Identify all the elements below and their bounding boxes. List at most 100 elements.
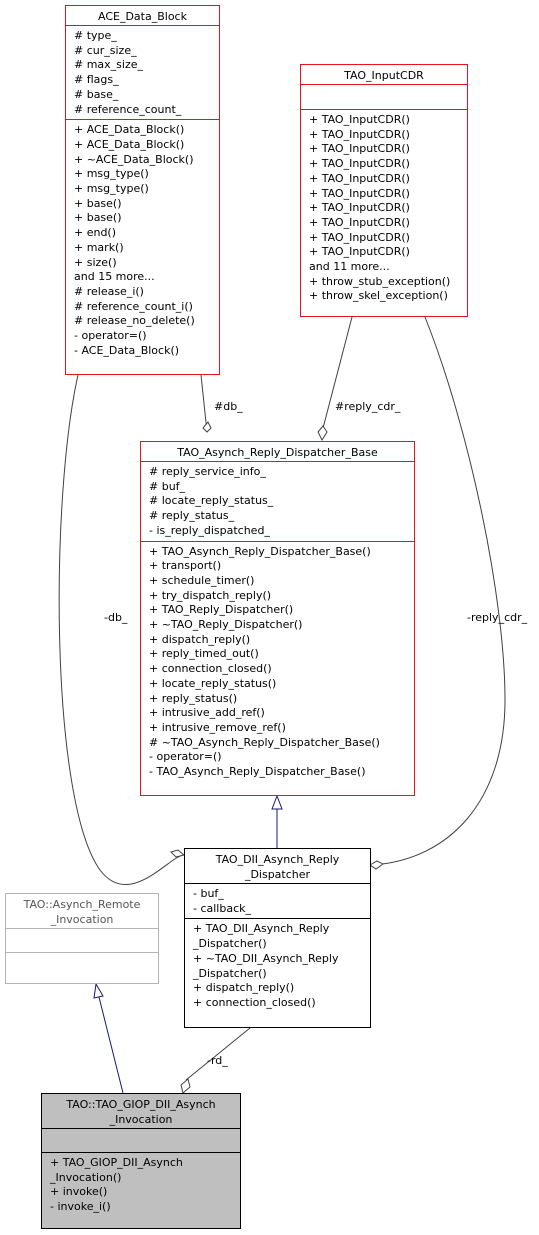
edge-reply-cdr-private [371,316,506,866]
class-asynch-reply-dispatcher-base[interactable]: TAO_Asynch_Reply_Dispatcher_Base # reply… [140,441,415,796]
class-member: and 15 more... [74,270,155,284]
class-member: # reference_count_ [74,102,182,116]
class-title: TAO_InputCDR [344,69,424,82]
class-member: - invoke_i() [50,1200,111,1214]
class-member: # locate_reply_status_ [149,494,274,508]
edge-label-reply-cdr-protected: #reply_cdr_ [335,400,401,413]
class-member: + TAO_InputCDR() [309,142,410,156]
class-member: + msg_type() [74,182,149,196]
class-member: + TAO_InputCDR() [309,171,410,185]
edge-reply-cdr-protected [321,316,353,433]
inheritance-arrow-dii-dispatcher [271,794,283,810]
class-member: and 11 more... [309,260,390,274]
class-member: + TAO_InputCDR() [309,127,410,141]
class-member: + msg_type() [74,167,149,181]
attribute-list [301,84,467,109]
class-member: + schedule_timer() [149,573,255,587]
operation-list: + TAO_Asynch_Reply_Dispatcher_Base()+ tr… [141,540,414,782]
operation-list: + ACE_Data_Block()+ ACE_Data_Block()+ ~A… [66,119,219,360]
class-member: + size() [74,255,117,269]
class-dii-asynch-reply-dispatcher[interactable]: TAO_DII_Asynch_Reply _Dispatcher - buf_-… [184,848,371,1028]
class-member: - ACE_Data_Block() [74,343,180,357]
class-member: + TAO_InputCDR() [309,157,410,171]
class-member: # base_ [74,87,119,101]
class-title: ACE_Data_Block [98,10,187,23]
class-member: + TAO_Asynch_Reply_Dispatcher_Base() [149,544,371,558]
class-member: + intrusive_add_ref() [149,706,265,720]
class-member: # type_ [74,29,117,42]
class-member: + ~ACE_Data_Block() [74,152,194,166]
class-title: TAO::Asynch_Remote _Invocation [23,898,141,926]
class-member: # ~TAO_Asynch_Reply_Dispatcher_Base() [149,735,380,749]
class-member: + try_dispatch_reply() [149,588,272,602]
edge-db-private [58,374,185,886]
class-title: TAO::TAO_GIOP_DII_Asynch _Invocation [66,1098,216,1126]
class-tao-inputcdr[interactable]: TAO_InputCDR + TAO_InputCDR()+ TAO_Input… [300,64,468,317]
attribute-list: # reply_service_info_# buf_# locate_repl… [141,461,414,541]
class-member: + dispatch_reply() [193,981,295,995]
edge-label-db-protected: #db_ [214,400,243,413]
class-member: + connection_closed() [193,995,316,1009]
class-member: - is_reply_dispatched_ [149,523,270,537]
aggregation-diamond-db-private [170,849,186,858]
class-member: + reply_timed_out() [149,647,259,661]
aggregation-diamond-db-protected [202,421,212,433]
class-member: - TAO_Asynch_Reply_Dispatcher_Base() [149,765,366,779]
class-member: + end() [74,226,117,240]
attribute-list [42,1128,240,1152]
class-member: + intrusive_remove_ref() [149,720,286,734]
class-member: + TAO_InputCDR() [309,245,410,259]
class-member: + ~TAO_Reply_Dispatcher() [149,618,303,632]
class-member: + TAO_GIOP_DII_Asynch _Invocation() [50,1156,183,1184]
class-member: + TAO_InputCDR() [309,186,410,200]
class-member: - buf_ [193,887,224,900]
aggregation-diamond-reply-cdr-protected [317,425,328,442]
class-member: # release_i() [74,284,144,298]
class-member: + throw_skel_exception() [309,289,448,303]
attribute-list [6,928,158,952]
class-member: + throw_stub_exception() [309,274,451,288]
class-member: + TAO_DII_Asynch_Reply _Dispatcher() [193,922,330,951]
aggregation-diamond-reply-cdr-private [369,860,384,870]
class-member: + invoke() [50,1185,108,1199]
class-member: + reply_status() [149,691,238,705]
class-member: + ACE_Data_Block() [74,123,185,137]
class-title: TAO_Asynch_Reply_Dispatcher_Base [177,446,378,459]
inheritance-arrow-giop-invocation [93,982,104,999]
attribute-list: - buf_- callback_ [185,883,370,918]
class-member: + TAO_InputCDR() [309,113,410,126]
class-member: + TAO_InputCDR() [309,201,410,215]
class-member: + mark() [74,240,124,254]
operation-list: + TAO_InputCDR()+ TAO_InputCDR()+ TAO_In… [301,109,467,306]
class-member: # reference_count_i() [74,299,193,313]
class-ace-data-block[interactable]: ACE_Data_Block # type_# cur_size_# max_s… [65,5,220,375]
inheritance-edge-giop-invocation [98,996,124,1094]
operation-list [6,952,158,976]
operation-list: + TAO_DII_Asynch_Reply _Dispatcher()+ ~T… [185,918,370,1012]
edge-label-rd-private: -rd_ [207,1054,228,1067]
aggregation-diamond-rd-private [180,1078,191,1094]
class-member: # reply_status_ [149,509,235,523]
class-member: + ACE_Data_Block() [74,137,185,151]
attribute-list: # type_# cur_size_# max_size_# flags_# b… [66,25,219,119]
operation-list: + TAO_GIOP_DII_Asynch _Invocation()+ inv… [42,1152,240,1217]
class-member: + locate_reply_status() [149,676,277,690]
class-asynch-remote-invocation[interactable]: TAO::Asynch_Remote _Invocation [5,893,159,984]
class-member: + transport() [149,559,222,573]
class-member: + base() [74,196,122,210]
class-member: - callback_ [193,901,252,915]
edge-label-db-private: -db_ [104,611,128,624]
class-member: # buf_ [149,479,186,493]
class-giop-dii-asynch-invocation[interactable]: TAO::TAO_GIOP_DII_Asynch _Invocation + T… [41,1093,241,1229]
edge-label-reply-cdr-private: -reply_cdr_ [467,611,528,624]
class-member: - operator=() [74,329,147,343]
class-member: # reply_service_info_ [149,465,266,478]
class-member: + dispatch_reply() [149,632,251,646]
class-member: + TAO_InputCDR() [309,230,410,244]
edge-db-protected [200,374,208,433]
class-member: + connection_closed() [149,662,272,676]
class-member: # flags_ [74,73,119,87]
class-member: - operator=() [149,750,222,764]
class-member: + TAO_Reply_Dispatcher() [149,603,294,617]
